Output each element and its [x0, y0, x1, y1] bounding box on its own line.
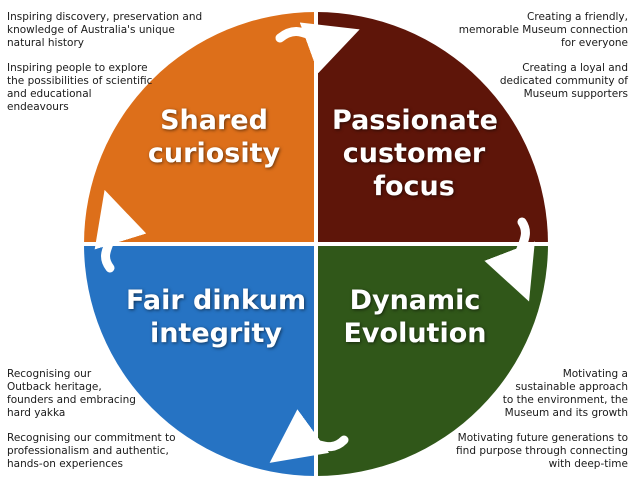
note-line: knowledge of Australia's unique — [7, 24, 175, 36]
note-line: Recognising our commitment to — [7, 432, 176, 444]
title-line: Dynamic — [349, 285, 481, 316]
title-line: customer — [342, 138, 486, 169]
note-line: Inspiring people to explore — [7, 62, 148, 74]
note-line: hands-on experiences — [7, 458, 123, 470]
note-line: Creating a friendly, — [527, 11, 628, 23]
note-bottom-right-1: Motivating a sustainable approach to the… — [503, 368, 628, 420]
note-top-right-2: Creating a loyal and dedicated community… — [500, 62, 628, 101]
title-line: Passionate — [332, 105, 498, 136]
note-line: find purpose through connecting — [456, 445, 628, 457]
note-line: with deep-time — [548, 458, 628, 470]
note-line: endeavours — [7, 101, 69, 113]
note-line: Museum and its growth — [504, 407, 628, 419]
cycle-arrow-left — [94, 189, 147, 273]
note-line: Museum supporters — [523, 88, 628, 100]
note-line: to the environment, the — [502, 394, 628, 406]
note-bottom-left-2: Recognising our commitment to profession… — [7, 432, 176, 471]
title-line: focus — [373, 171, 455, 202]
note-line: natural history — [7, 37, 84, 49]
quadrant-title-dynamic-evolution: Dynamic Evolution — [340, 284, 490, 350]
quadrant-title-shared-curiosity: Shared curiosity — [144, 104, 284, 170]
note-line: the possibilities of scientific — [7, 75, 153, 87]
title-line: Fair dinkum — [126, 285, 307, 316]
note-line: Outback heritage, — [7, 381, 102, 393]
title-line: curiosity — [147, 138, 281, 169]
title-line: integrity — [149, 318, 283, 349]
note-bottom-right-2: Motivating future generations to find pu… — [456, 432, 628, 471]
note-line: for everyone — [561, 37, 628, 49]
note-line: founders and embracing — [7, 394, 136, 406]
title-line: Evolution — [343, 318, 487, 349]
note-line: memorable Museum connection — [458, 24, 628, 36]
note-top-left-1: Inspiring discovery, preservation and kn… — [7, 11, 202, 50]
quadrant-title-passionate-customer-focus: Passionate customer focus — [332, 104, 498, 203]
quadrant-title-fair-dinkum-integrity: Fair dinkum integrity — [126, 284, 306, 350]
note-line: Recognising our — [7, 368, 92, 380]
note-bottom-left-1: Recognising our Outback heritage, founde… — [7, 368, 136, 420]
note-top-left-2: Inspiring people to explore the possibil… — [7, 62, 152, 114]
cycle-arrow-right — [484, 217, 535, 302]
note-line: professionalism and authentic, — [7, 445, 169, 457]
note-line: dedicated community of — [499, 75, 628, 87]
note-line: sustainable approach — [515, 381, 628, 393]
note-line: Motivating a — [562, 368, 628, 380]
cycle-arrow-top — [275, 22, 360, 74]
cycle-arrow-bottom — [269, 409, 349, 463]
note-top-right-1: Creating a friendly, memorable Museum co… — [459, 11, 628, 50]
note-line: hard yakka — [7, 407, 66, 419]
note-line: Inspiring discovery, preservation and — [7, 11, 203, 23]
title-line: Shared — [160, 105, 268, 136]
note-line: Motivating future generations to — [457, 432, 628, 444]
note-line: and educational — [7, 88, 92, 100]
note-line: Creating a loyal and — [522, 62, 628, 74]
